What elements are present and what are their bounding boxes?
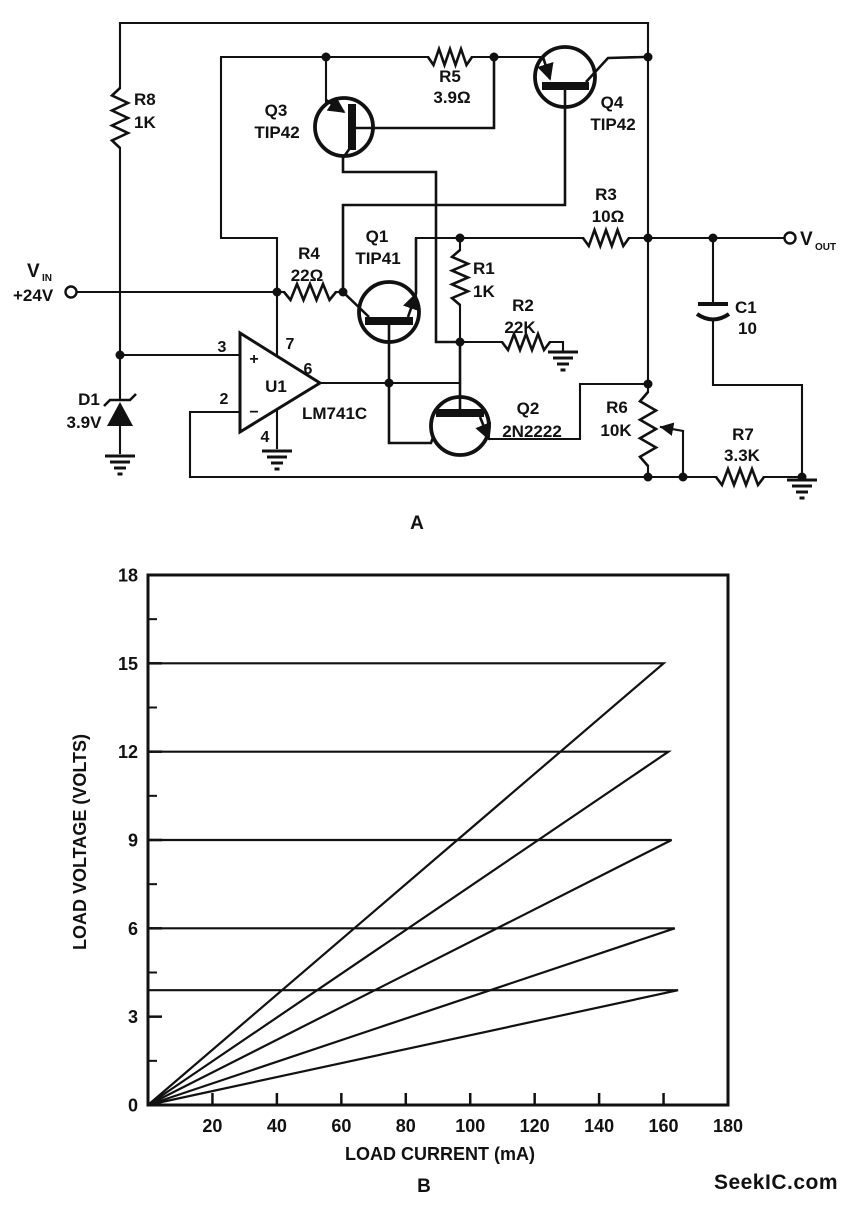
y-axis-title: LOAD VOLTAGE (VOLTS) — [70, 734, 90, 950]
r5-value: 3.9Ω — [433, 88, 470, 107]
r8-value: 1K — [134, 113, 156, 132]
q2-part: 2N2222 — [502, 422, 562, 441]
u1-pin2: 2 — [220, 391, 229, 408]
q4-ref: Q4 — [601, 93, 624, 112]
series-3.9-v-setting — [147, 989, 679, 1107]
y-tick-label: 18 — [118, 566, 138, 586]
q2-ref: Q2 — [517, 399, 540, 418]
u1-plus: + — [249, 351, 258, 368]
vin-sub-label: IN — [42, 273, 52, 284]
load-regulation-chart: 0 3 6 9 12 15 18 20 40 60 80 100 120 140 160 180 — [118, 566, 743, 1137]
y-tick-label: 0 — [128, 1096, 138, 1116]
section-a-label: A — [410, 513, 424, 534]
u1-pin7: 7 — [286, 336, 295, 353]
x-tick-label: 60 — [331, 1116, 351, 1136]
vout-label: V — [800, 229, 813, 250]
r3-value: 10Ω — [592, 207, 625, 226]
transistor-q3 — [313, 57, 496, 344]
r5-ref: R5 — [439, 67, 461, 86]
opamp-u1 — [238, 330, 323, 435]
capacitor-c1 — [695, 302, 731, 322]
c1-value: 10 — [738, 319, 757, 338]
u1-pin6: 6 — [304, 361, 313, 378]
potentiometer-r6 — [637, 391, 659, 467]
d1-value: 3.9V — [67, 413, 103, 432]
r4-value: 22Ω — [291, 266, 324, 285]
resistor-r2 — [500, 330, 552, 354]
q1-part: TIP41 — [355, 249, 400, 268]
x-tick-label: 20 — [202, 1116, 222, 1136]
x-tick-label: 180 — [713, 1116, 743, 1136]
vin-label: V — [27, 261, 40, 282]
resistor-r5 — [426, 45, 474, 69]
u1-pin4: 4 — [261, 429, 270, 446]
y-tick-label: 6 — [128, 919, 138, 939]
x-tick-label: 120 — [520, 1116, 550, 1136]
schematic-labels: V IN +24V V OUT R8 1K R5 3.9Ω R4 22Ω R3 … — [13, 67, 836, 534]
junction-dots — [115, 52, 807, 482]
resistor-r8 — [108, 87, 132, 149]
transistor-q2 — [429, 342, 492, 457]
r2-ref: R2 — [512, 296, 534, 315]
r1-ref: R1 — [473, 259, 495, 278]
series-15-v-setting — [147, 662, 667, 1106]
r2-value: 22K — [504, 318, 536, 337]
y-tick-label: 12 — [118, 742, 138, 762]
vin-value-label: +24V — [13, 286, 54, 305]
resistor-r4 — [282, 280, 338, 304]
x-tick-label: 80 — [396, 1116, 416, 1136]
u1-part: LM741C — [302, 404, 367, 423]
q3-ref: Q3 — [265, 101, 288, 120]
schematic-wires — [75, 21, 804, 489]
u1-minus: − — [249, 404, 258, 421]
series-9-v-setting — [147, 838, 673, 1106]
d1-ref: D1 — [78, 390, 100, 409]
r7-value: 3.3K — [724, 446, 761, 465]
transistor-q4 — [341, 45, 645, 292]
r8-ref: R8 — [134, 90, 156, 109]
x-tick-label: 40 — [267, 1116, 287, 1136]
vin-terminal — [64, 285, 78, 299]
y-tick-label: 3 — [128, 1007, 138, 1027]
r4-ref: R4 — [298, 244, 320, 263]
r3-ref: R3 — [595, 185, 617, 204]
r7-ref: R7 — [732, 425, 754, 444]
x-tick-label: 160 — [649, 1116, 679, 1136]
r6-ref: R6 — [606, 398, 628, 417]
u1-pin3: 3 — [218, 339, 227, 356]
q1-ref: Q1 — [366, 227, 389, 246]
q3-part: TIP42 — [254, 123, 299, 142]
x-tick-label: 140 — [584, 1116, 614, 1136]
resistor-r3 — [581, 226, 631, 250]
y-tick-label: 15 — [118, 654, 138, 674]
x-axis-title: LOAD CURRENT (mA) — [345, 1144, 535, 1164]
resistor-r1 — [448, 249, 472, 306]
series-12-v-setting — [147, 750, 672, 1106]
vout-terminal — [783, 231, 797, 245]
zener-d1 — [103, 393, 137, 426]
watermark-text: SeekIC.com — [714, 1171, 838, 1194]
resistor-r7 — [714, 465, 766, 489]
chart-static-labels: LOAD CURRENT (mA) LOAD VOLTAGE (VOLTS) B — [70, 734, 535, 1197]
y-tick-label: 9 — [128, 831, 138, 851]
r1-value: 1K — [473, 282, 495, 301]
x-tick-label: 100 — [455, 1116, 485, 1136]
section-b-label: B — [417, 1176, 431, 1197]
r6-value: 10K — [600, 421, 632, 440]
c1-ref: C1 — [735, 298, 757, 317]
q4-part: TIP42 — [590, 115, 635, 134]
u1-ref: U1 — [265, 377, 287, 396]
series-6-v-setting — [147, 927, 676, 1107]
vout-sub-label: OUT — [815, 242, 836, 253]
